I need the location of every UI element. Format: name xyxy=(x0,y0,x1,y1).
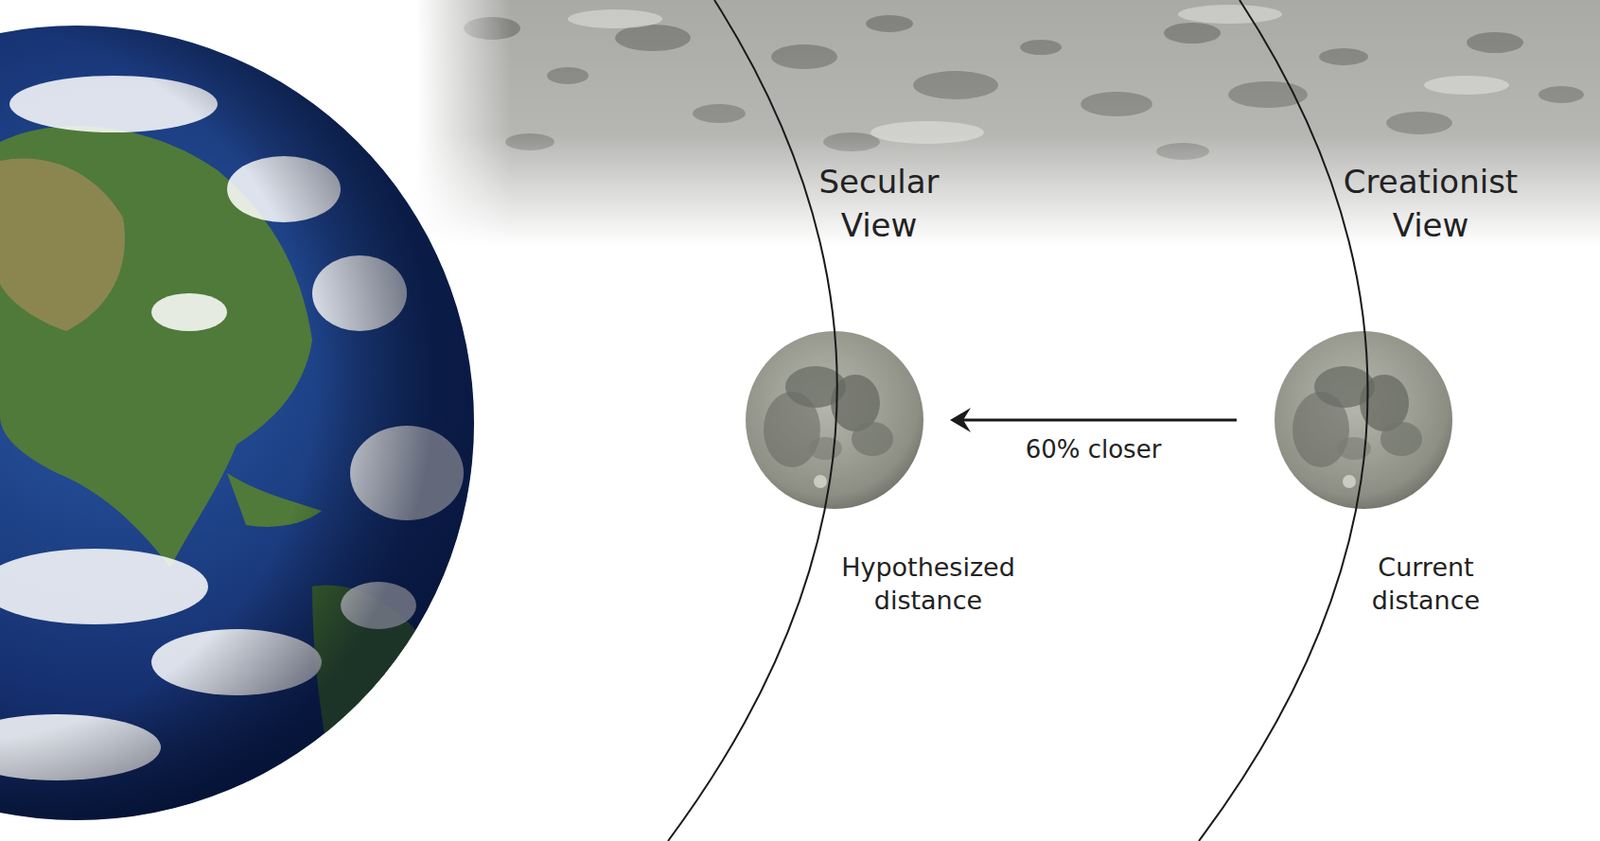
moon-node: Hypothesized distance xyxy=(745,331,924,510)
edge-label: 60% closer xyxy=(1021,435,1166,464)
view-heading: Secular View xyxy=(784,160,974,248)
earth xyxy=(0,25,475,821)
moon-current xyxy=(1274,331,1453,510)
moon-hypothesized xyxy=(745,331,924,510)
distance-arrow xyxy=(949,407,1237,433)
view-heading: Creationist View xyxy=(1317,160,1545,248)
distance-label: Current distance xyxy=(1351,550,1501,617)
moon-node: Current distance xyxy=(1274,331,1453,510)
distance-label: Hypothesized distance xyxy=(829,550,1027,617)
orbit-arc xyxy=(668,0,838,841)
